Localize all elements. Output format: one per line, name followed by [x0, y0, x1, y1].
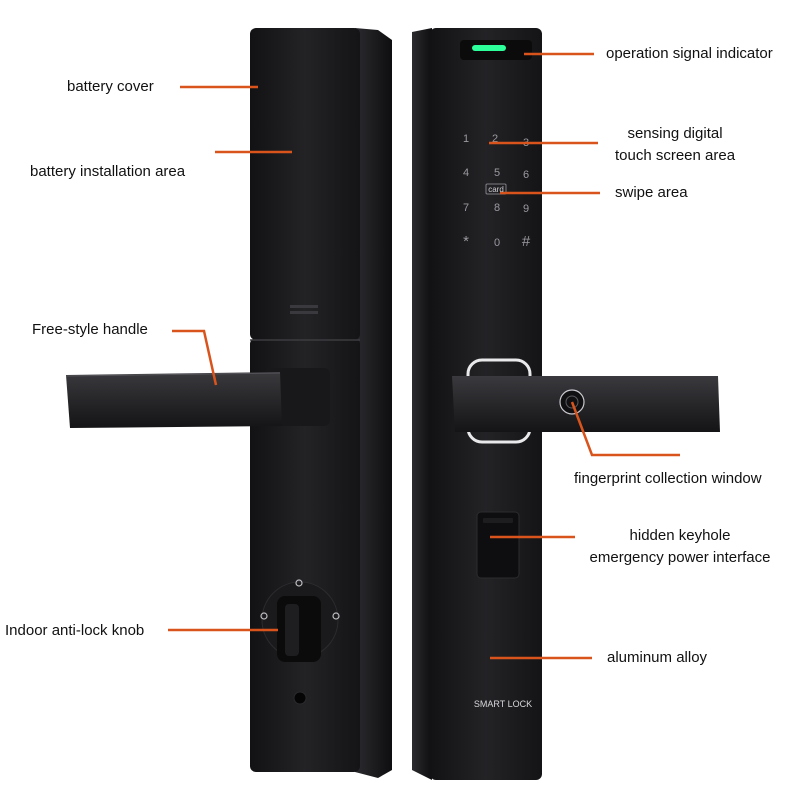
card-label: card	[488, 185, 504, 194]
keypad-key-8: 8	[494, 202, 500, 214]
label-swipe-area: swipe area	[615, 184, 688, 201]
handle-rose	[268, 368, 330, 426]
keypad-key-9: 9	[523, 203, 529, 215]
keypad-key-6: 6	[523, 169, 529, 181]
label-emergency-power-interface: emergency power interface	[589, 549, 771, 566]
label-hidden-keyhole: hidden keyhole	[629, 527, 731, 544]
swipe-card-mark	[485, 183, 507, 195]
brand-text: SMART LOCK	[474, 699, 532, 709]
battery-cover-slot	[290, 305, 318, 308]
indoor-screw-hole	[293, 691, 307, 705]
label-indoor-anti-lock-knob: Indoor anti-lock knob	[5, 622, 145, 639]
knob-dot-right	[332, 612, 340, 620]
keypad-key-hash: #	[522, 233, 531, 250]
keypad-key-7: 7	[463, 202, 469, 214]
battery-cover-panel	[250, 28, 360, 340]
label-fingerprint-collection-window: fingerprint collection window	[574, 470, 762, 487]
label-free-style-handle: Free-style handle	[32, 321, 148, 338]
label-sensing-digital: sensing digital	[627, 125, 723, 142]
hidden-keyhole-cover	[476, 511, 520, 579]
knob-dot-left	[260, 612, 268, 620]
label-touch-screen-area: touch screen area	[614, 147, 736, 164]
label-aluminum-alloy: aluminum alloy	[607, 649, 708, 666]
indicator-light	[472, 45, 506, 51]
keypad-key-1: 1	[463, 133, 469, 145]
fingerprint-sensor-inner	[565, 395, 579, 409]
label-battery-installation-area: battery installation area	[30, 163, 186, 180]
outdoor-handle-lever	[452, 376, 720, 432]
handle-lever-edge	[65, 372, 281, 377]
hidden-keyhole-slot	[483, 518, 513, 523]
leader-free-style-handle	[172, 329, 218, 386]
battery-cover-slot	[290, 311, 318, 314]
indoor-panel-side	[355, 28, 392, 778]
knob-dot-top	[295, 579, 303, 587]
outdoor-panel-side	[412, 28, 432, 780]
label-battery-cover: battery cover	[67, 78, 154, 95]
knob-grip-face	[285, 604, 299, 656]
keypad-key-star: *	[463, 233, 469, 250]
handle-lever	[66, 372, 282, 428]
keypad-key-5: 5	[494, 167, 500, 179]
keypad-key-4: 4	[463, 167, 469, 179]
indoor-lock-unit	[65, 28, 392, 778]
leader-lines	[168, 52, 680, 660]
outdoor-lock-unit	[412, 28, 720, 780]
label-operation-signal-indicator: operation signal indicator	[606, 45, 773, 62]
indoor-lower-panel	[250, 338, 360, 772]
leader-fingerprint-window	[570, 401, 680, 457]
keypad-key-0: 0	[494, 237, 500, 249]
keypad-key-2: 2	[492, 133, 498, 145]
